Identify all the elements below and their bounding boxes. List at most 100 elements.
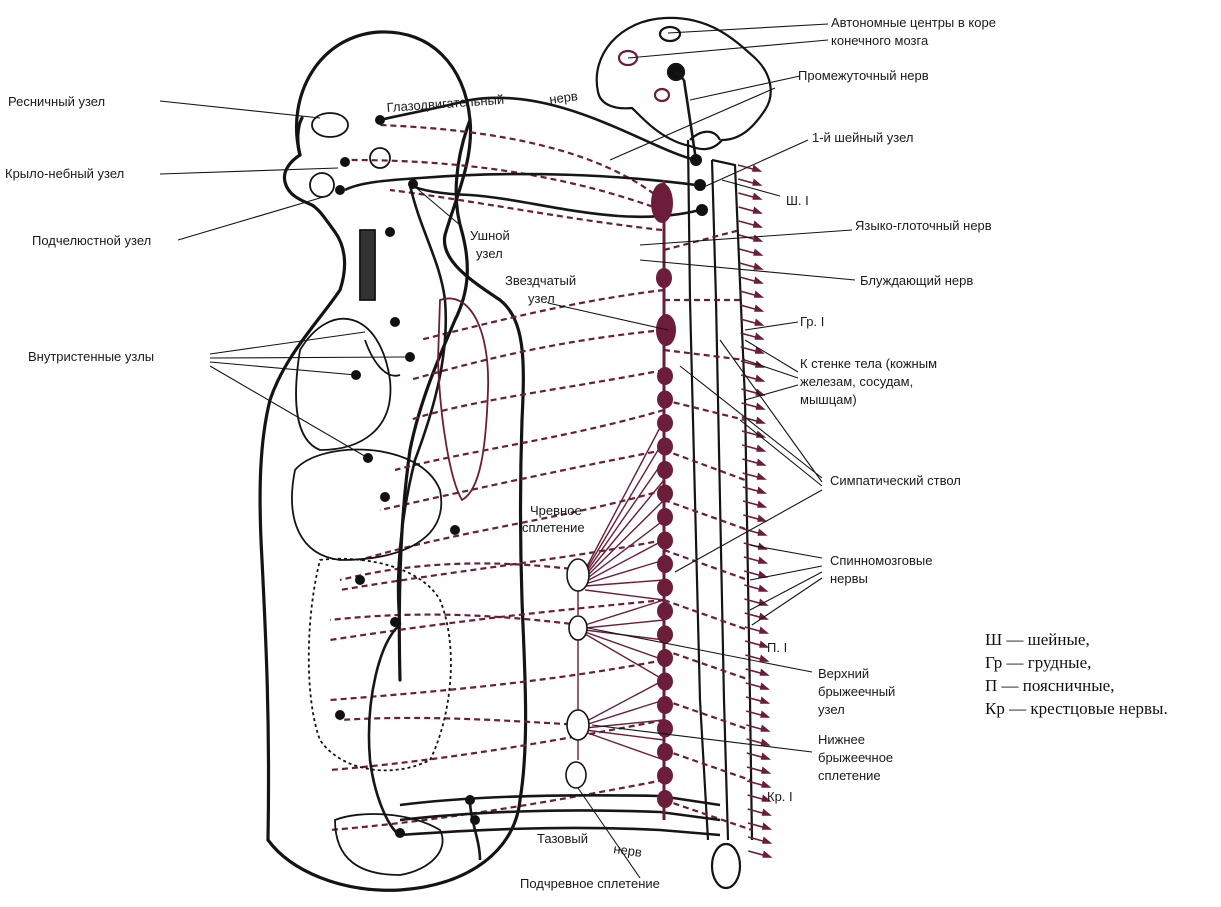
arrow-icon (752, 206, 763, 214)
label-pterygopalatine: Крыло-небный узел (5, 166, 124, 181)
arrow-icon (758, 584, 769, 592)
legend-line: Кр — крестцовые нервы. (985, 699, 1168, 718)
label-pelvic-2: нерв (613, 841, 643, 860)
arrow-icon (760, 752, 772, 760)
label-vagus: Блуждающий нерв (860, 273, 973, 288)
arrow-icon (761, 808, 772, 816)
superior-mesenteric-ganglion (568, 615, 588, 641)
sympathetic-ganglion (657, 766, 673, 785)
arrow-icon (753, 262, 764, 270)
arrow-icon (752, 220, 764, 228)
label-oculomotor: Глазодвигательный (386, 92, 504, 115)
label-body-wall-3: мышцам) (800, 392, 857, 407)
arrow-icon (756, 458, 767, 466)
label-sup-mesenteric-1: Верхний (818, 666, 869, 681)
label-body-wall-1: К стенке тела (кожным (800, 356, 937, 371)
arrow-icon (757, 556, 769, 564)
plexus-ovals (565, 558, 590, 789)
parasympathetic-pathways (344, 71, 721, 861)
celiac-plexus (566, 558, 590, 592)
arrow-icon (757, 500, 768, 508)
arrow-icon (754, 304, 765, 312)
label-s1: Кр. I (767, 789, 793, 804)
arrow-icon (755, 416, 766, 424)
sympathetic-trunk-chain (651, 180, 676, 820)
sympathetic-ganglion (657, 790, 673, 808)
label-stellate-2: узел (528, 291, 555, 306)
label-autonomic-centers-1: Автономные центры в коре (831, 15, 996, 30)
arrow-icon (761, 780, 772, 788)
arrow-icon (754, 318, 765, 326)
label-celiac-2: сплетение (522, 520, 585, 535)
arrow-icon (752, 164, 763, 172)
arrow-icon (762, 850, 773, 858)
label-sup-mesenteric-2: брыжеечный (818, 684, 895, 699)
label-sup-mesenteric-3: узел (818, 702, 845, 717)
parasympathetic-ganglia (335, 115, 708, 838)
arrow-icon (756, 472, 767, 480)
label-celiac-1: Чревное (530, 503, 582, 518)
label-ciliary: Ресничный узел (8, 94, 105, 109)
arrow-icon (752, 178, 763, 186)
arrow-icon (761, 766, 772, 774)
sympathetic-ganglion (657, 578, 673, 597)
hypogastric-plexus (565, 761, 587, 789)
arrow-icon (753, 290, 765, 298)
arrow-icon (759, 640, 770, 648)
sympathetic-ganglion (657, 508, 673, 526)
label-intramural: Внутристенные узлы (28, 349, 154, 364)
label-otic-1: Ушной (470, 228, 510, 243)
label-inf-mesenteric-2: брыжеечное (818, 750, 893, 765)
arrow-icon (753, 276, 764, 284)
brain-schematic (595, 16, 772, 151)
arrow-icon (758, 570, 769, 578)
legend-line: П — поясничные, (985, 676, 1115, 695)
label-autonomic-centers-2: конечного мозга (831, 33, 929, 48)
sympathetic-ganglion (657, 743, 673, 761)
label-l1: П. I (767, 640, 787, 655)
arrow-icon (754, 332, 765, 340)
arrow-icon (758, 626, 770, 634)
label-oculomotor-nerve: нерв (548, 88, 578, 107)
label-submandibular: Подчелюстной узел (32, 233, 151, 248)
sympathetic-ganglion (657, 649, 673, 667)
legend-line: Ш — шейные, (985, 630, 1090, 649)
label-c1: Ш. I (786, 193, 809, 208)
arrow-icon (762, 836, 773, 844)
label-glossopharyngeal: Языко-глоточный нерв (855, 218, 992, 233)
sympathetic-ganglion (657, 672, 673, 691)
label-t1: Гр. I (800, 314, 824, 329)
arrow-icon (760, 724, 771, 732)
legend-line: Гр — грудные, (985, 653, 1092, 672)
arrow-icon (759, 654, 770, 662)
organs (291, 112, 489, 876)
sympathetic-ganglion (657, 696, 673, 714)
spinal-nerve-ticks (737, 164, 773, 858)
arrow-icon (755, 402, 766, 410)
arrow-icon (757, 514, 768, 522)
sympathetic-pathways (329, 123, 753, 832)
sympathetic-ganglion (657, 367, 673, 385)
arrow-icon (761, 794, 772, 802)
arrow-icon (756, 486, 768, 494)
plexus-rays (577, 419, 665, 761)
arrow-icon (752, 192, 763, 200)
label-spinal-nerves-2: нервы (830, 571, 868, 586)
sympathetic-ganglion (651, 183, 673, 223)
sympathetic-ganglion (657, 437, 673, 456)
sympathetic-ganglion (657, 531, 673, 550)
sympathetic-ganglion (656, 268, 672, 288)
sympathetic-ganglion (657, 414, 673, 432)
label-stellate-1: Звездчатый (505, 273, 576, 288)
label-sympathetic-trunk: Симпатический ствол (830, 473, 961, 488)
label-inf-mesenteric-3: сплетение (818, 768, 881, 783)
label-otic-2: узел (476, 246, 503, 261)
arrow-icon (761, 822, 773, 830)
label-pelvic-1: Тазовый (537, 831, 588, 846)
sympathetic-ganglion (657, 602, 673, 620)
label-body-wall-2: железам, сосудам, (800, 374, 913, 389)
arrow-icon (758, 612, 769, 620)
arrow-icon (754, 346, 765, 354)
label-inf-mesenteric-1: Нижнее (818, 732, 865, 747)
